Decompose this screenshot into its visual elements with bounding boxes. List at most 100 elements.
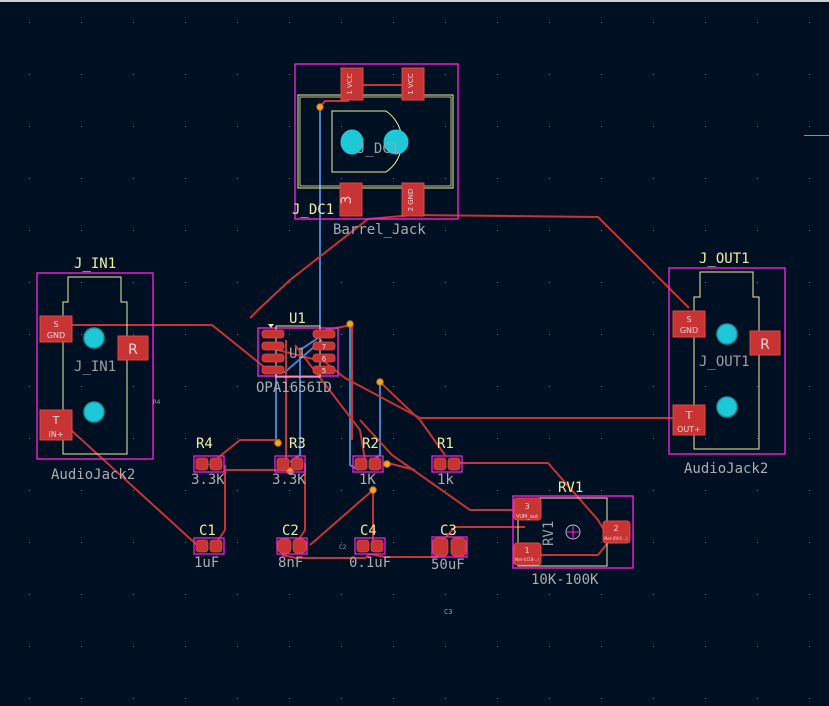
pad-1[interactable] bbox=[354, 457, 368, 471]
via[interactable] bbox=[376, 378, 384, 386]
pad-3[interactable] bbox=[339, 182, 363, 217]
pad-8[interactable] bbox=[312, 329, 336, 339]
pad-4[interactable] bbox=[261, 365, 285, 375]
via[interactable] bbox=[316, 103, 324, 111]
pad-label: 3 bbox=[524, 502, 529, 511]
trace-u1-r2-rv1[interactable] bbox=[359, 419, 520, 511]
trace-u1-r1[interactable] bbox=[379, 381, 446, 456]
grid-dot bbox=[653, 490, 654, 491]
pad-1[interactable] bbox=[261, 329, 285, 339]
footprint-r4[interactable]: R4 3.3K bbox=[191, 436, 225, 488]
trace-c3-rv1[interactable] bbox=[445, 526, 525, 538]
pad-1[interactable] bbox=[432, 537, 449, 557]
through-hole-pad[interactable] bbox=[83, 401, 105, 423]
pad-5[interactable] bbox=[312, 365, 336, 375]
pad-3[interactable] bbox=[261, 353, 285, 363]
footprint-c3[interactable]: C3 50uF bbox=[431, 523, 468, 573]
reference-label: J_DC1 bbox=[292, 202, 334, 218]
through-hole-pad[interactable] bbox=[716, 323, 738, 345]
pad-2[interactable] bbox=[209, 457, 223, 471]
grid-dot bbox=[185, 542, 186, 543]
pad-r[interactable] bbox=[749, 330, 781, 356]
grid-dot bbox=[237, 74, 238, 75]
grid-dot bbox=[445, 230, 446, 231]
pad-label: 2 GND bbox=[407, 189, 415, 212]
through-hole-pad[interactable] bbox=[383, 129, 409, 155]
via[interactable] bbox=[383, 460, 391, 468]
footprint-c4[interactable]: C4 0.1uF bbox=[349, 523, 391, 571]
through-hole-pad[interactable] bbox=[340, 129, 364, 155]
via[interactable] bbox=[369, 486, 377, 494]
pad-2[interactable] bbox=[368, 457, 382, 471]
trace-jin-tip-c1[interactable] bbox=[59, 419, 198, 546]
grid-dot bbox=[549, 178, 550, 179]
trace-jin-gnd[interactable] bbox=[62, 324, 269, 371]
grid-dot bbox=[497, 334, 498, 335]
trace-gnd-jdc-u1[interactable] bbox=[249, 214, 414, 319]
footprint-u1[interactable]: U1 7 6 5 U1 OPA1656ID bbox=[256, 311, 339, 396]
grid-dot bbox=[653, 386, 654, 387]
value-label: 50uF bbox=[431, 557, 465, 573]
trace-u1-via-r3[interactable] bbox=[208, 439, 280, 466]
pad-2[interactable] bbox=[292, 538, 307, 554]
pad-label: 3 bbox=[339, 196, 355, 205]
through-hole-pad[interactable] bbox=[83, 327, 105, 349]
footprint-r3[interactable]: R3 3.3K bbox=[272, 436, 306, 488]
pad-t-out[interactable] bbox=[672, 404, 706, 436]
footprint-j-in1[interactable]: J_IN1 S GND R T IN+ J_IN1 AudioJack2 bbox=[36, 256, 154, 483]
pad-2[interactable] bbox=[290, 457, 304, 471]
pad-1[interactable] bbox=[513, 542, 542, 566]
grid-dot bbox=[601, 438, 602, 439]
pad-1[interactable] bbox=[276, 457, 290, 471]
through-hole-pad[interactable] bbox=[716, 396, 738, 418]
pad-2[interactable] bbox=[209, 539, 223, 553]
grid-dot bbox=[549, 22, 550, 23]
pin1-marker-icon bbox=[268, 324, 274, 328]
grid-dot bbox=[601, 22, 602, 23]
pad-1[interactable] bbox=[195, 539, 209, 553]
pad-1[interactable] bbox=[433, 457, 447, 471]
pad-2[interactable] bbox=[261, 341, 285, 351]
footprint-r2[interactable]: R2 1K bbox=[352, 436, 384, 488]
pad-s-gnd[interactable] bbox=[39, 315, 73, 343]
back-copper-traces bbox=[275, 107, 381, 471]
pad-2[interactable] bbox=[450, 537, 467, 557]
pad-2[interactable] bbox=[447, 457, 461, 471]
footprint-r1[interactable]: R1 1k bbox=[431, 436, 463, 488]
pad-2[interactable] bbox=[370, 539, 384, 553]
pad-1[interactable] bbox=[277, 538, 292, 554]
pad-7[interactable] bbox=[312, 341, 336, 351]
pad-3[interactable] bbox=[513, 497, 542, 521]
grid-dot bbox=[289, 698, 290, 699]
footprint-j-out1[interactable]: J_OUT1 S GND R T OUT+ J_OUT1 AudioJack2 bbox=[668, 251, 786, 477]
footprint-c1[interactable]: C1 1uF bbox=[193, 523, 225, 571]
pad-1[interactable] bbox=[195, 457, 209, 471]
trace-u1-out[interactable] bbox=[269, 347, 681, 419]
grid-dot bbox=[497, 386, 498, 387]
trace-r1-rv1[interactable] bbox=[448, 462, 605, 531]
footprint-j-dc1[interactable]: J_DC1 1 VCC 1 VCC 3 2 GND J_DC1 Barrel_J… bbox=[292, 63, 459, 238]
reference-label: R4 bbox=[196, 436, 213, 452]
pad-2[interactable] bbox=[602, 520, 631, 544]
grid-dot bbox=[809, 74, 810, 75]
pad-1[interactable] bbox=[356, 539, 370, 553]
footprint-c2[interactable]: C2 8nF bbox=[276, 523, 308, 571]
trace-gnd-jdc-jout[interactable] bbox=[412, 188, 690, 309]
trace-c2-c4-c3[interactable] bbox=[281, 552, 438, 559]
pad-vcc-1[interactable] bbox=[340, 67, 364, 101]
pad-t-in[interactable] bbox=[39, 409, 73, 441]
value-label: 1k bbox=[437, 472, 454, 488]
trace-c2-c4[interactable] bbox=[309, 489, 374, 546]
pad-vcc-2[interactable] bbox=[401, 67, 425, 101]
via[interactable] bbox=[274, 439, 282, 447]
pad-r[interactable] bbox=[117, 335, 149, 361]
grid-dot bbox=[549, 334, 550, 335]
stray-c2-label: C2 bbox=[339, 544, 347, 551]
trace-rv1-pin1[interactable] bbox=[527, 539, 611, 556]
pad-s-gnd[interactable] bbox=[672, 310, 706, 338]
via[interactable] bbox=[346, 320, 354, 328]
pad-6[interactable] bbox=[312, 353, 336, 363]
pad-gnd-2[interactable] bbox=[401, 182, 425, 217]
footprint-rv1[interactable]: RV1 3 VUM_out 2 Net-(RV1-..) 1 Net-(U1B-… bbox=[512, 480, 634, 588]
